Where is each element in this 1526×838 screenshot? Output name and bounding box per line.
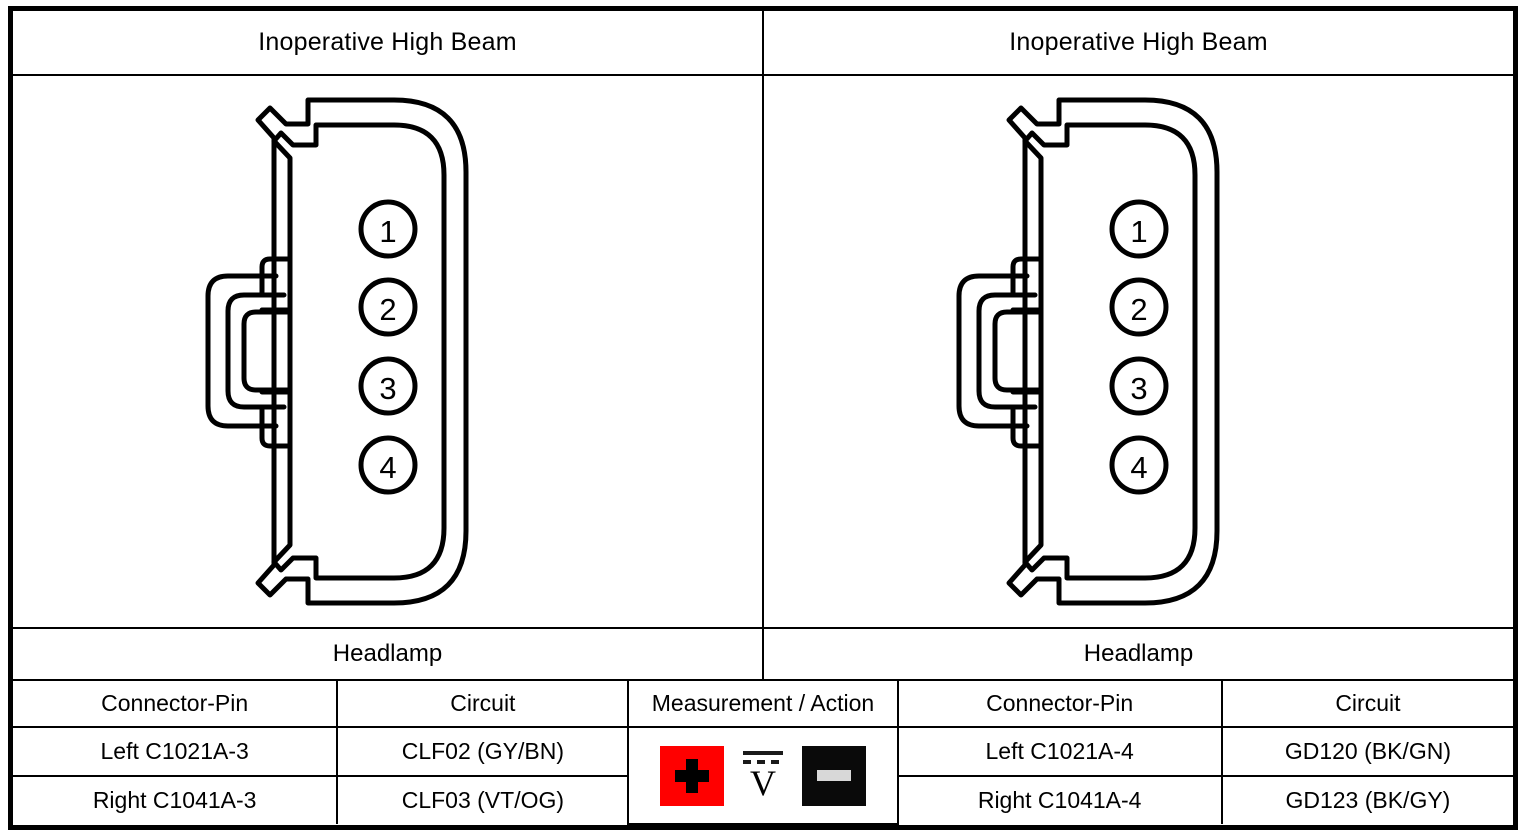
title-band: Inoperative High Beam Inoperative High B… [13,11,1513,76]
connector-flange-upper [1010,256,1043,296]
connector-latch-middle [976,292,1037,410]
minus-glyph [816,770,851,782]
pin-cavity-4: 4 [358,435,417,495]
connector-pin-group-right: 1 2 3 4 [1109,199,1168,495]
cell-connector-pin-right: Right C1041A-4 [896,774,1223,824]
pin-number-label: 4 [379,450,396,485]
pin-cavity-2: 2 [358,277,417,337]
cell-connector-pin-left: Left C1021A-3 [13,726,339,777]
cell-measurement-action: V [627,726,899,825]
connector-graphics-band: 1 2 3 4 [13,76,1513,627]
pin-number-label: 1 [1130,214,1147,249]
cell-connector-pin-left: Right C1041A-3 [13,774,339,824]
pin-number-label: 2 [379,292,396,327]
dc-dashed-line-icon [742,760,783,765]
pin-number-label: 3 [379,371,396,406]
pin-cavity-1: 1 [358,199,417,259]
cell-circuit-right: GD123 (BK/GY) [1220,774,1513,824]
dc-solid-line-icon [742,751,783,756]
pinout-table: Connector-Pin Circuit Measurement / Acti… [13,681,1513,825]
connector-latch-tab-face [1010,307,1043,395]
pin-cavity-3: 3 [1109,356,1168,416]
header-connector-pin-left: Connector-Pin [13,681,339,729]
connector-latch-tab-face [259,307,292,395]
table-row: Left C1021A-3 CLF02 (GY/BN) V [13,726,1513,825]
cell-circuit-left: CLF03 (VT/OG) [336,774,630,824]
pin-number-label: 2 [1130,292,1147,327]
measurement-icon-group: V [629,728,896,823]
connector-pin-group-left: 1 2 3 4 [358,199,417,495]
connector-illustration-right: 1 2 3 4 [764,76,1513,627]
header-connector-pin-right: Connector-Pin [896,681,1223,729]
diagram-outer-frame: Inoperative High Beam Inoperative High B… [8,6,1518,830]
pin-cavity-4: 4 [1109,435,1168,495]
connector-inner-wall [1022,122,1197,581]
header-circuit-left: Circuit [336,681,630,729]
voltage-letter-label: V [749,763,776,804]
plus-probe-icon [659,745,724,806]
connector-flange-upper [259,256,292,296]
table-header-row: Connector-Pin Circuit Measurement / Acti… [13,681,1513,729]
header-circuit-right: Circuit [1220,681,1513,729]
component-label-band: Headlamp Headlamp [13,627,1513,681]
connector-diagram-left-svg: 1 2 3 4 [205,97,468,606]
connector-inner-wall [271,122,446,581]
dc-voltage-icon: V [736,751,790,804]
table-row: Right C1041A-3 CLF03 (VT/OG) Right C1041… [13,774,1513,824]
pin-number-label: 1 [379,214,396,249]
connector-latch-inner [241,309,292,393]
connector-shell-outline [255,97,468,606]
plus-glyph [674,758,709,793]
connector-flange-lower [1010,407,1043,449]
connector-diagram-right-svg: 1 2 3 4 [956,97,1219,606]
connector-shell-outline [1006,97,1219,606]
panel-title-right: Inoperative High Beam [1009,28,1268,56]
pin-number-label: 3 [1130,371,1147,406]
pin-number-label: 4 [1130,450,1147,485]
cell-connector-pin-right: Left C1021A-4 [896,726,1223,777]
cell-circuit-right: GD120 (BK/GN) [1220,726,1513,777]
cell-circuit-left: CLF02 (GY/BN) [336,726,630,777]
connector-latch-inner [992,309,1043,393]
pin-cavity-2: 2 [1109,277,1168,337]
connector-illustration-left: 1 2 3 4 [13,76,764,627]
connector-flange-lower [259,407,292,449]
panel-title-left: Inoperative High Beam [13,11,764,74]
minus-probe-icon [801,745,866,806]
pin-cavity-1: 1 [1109,199,1168,259]
connector-latch-outer [956,273,1029,429]
component-label-right: Headlamp [1083,640,1194,667]
component-label-left: Headlamp [13,629,764,679]
pin-cavity-3: 3 [358,356,417,416]
header-measurement-action: Measurement / Action [627,681,899,729]
connector-latch-outer [205,273,278,429]
connector-latch-middle [225,292,286,410]
